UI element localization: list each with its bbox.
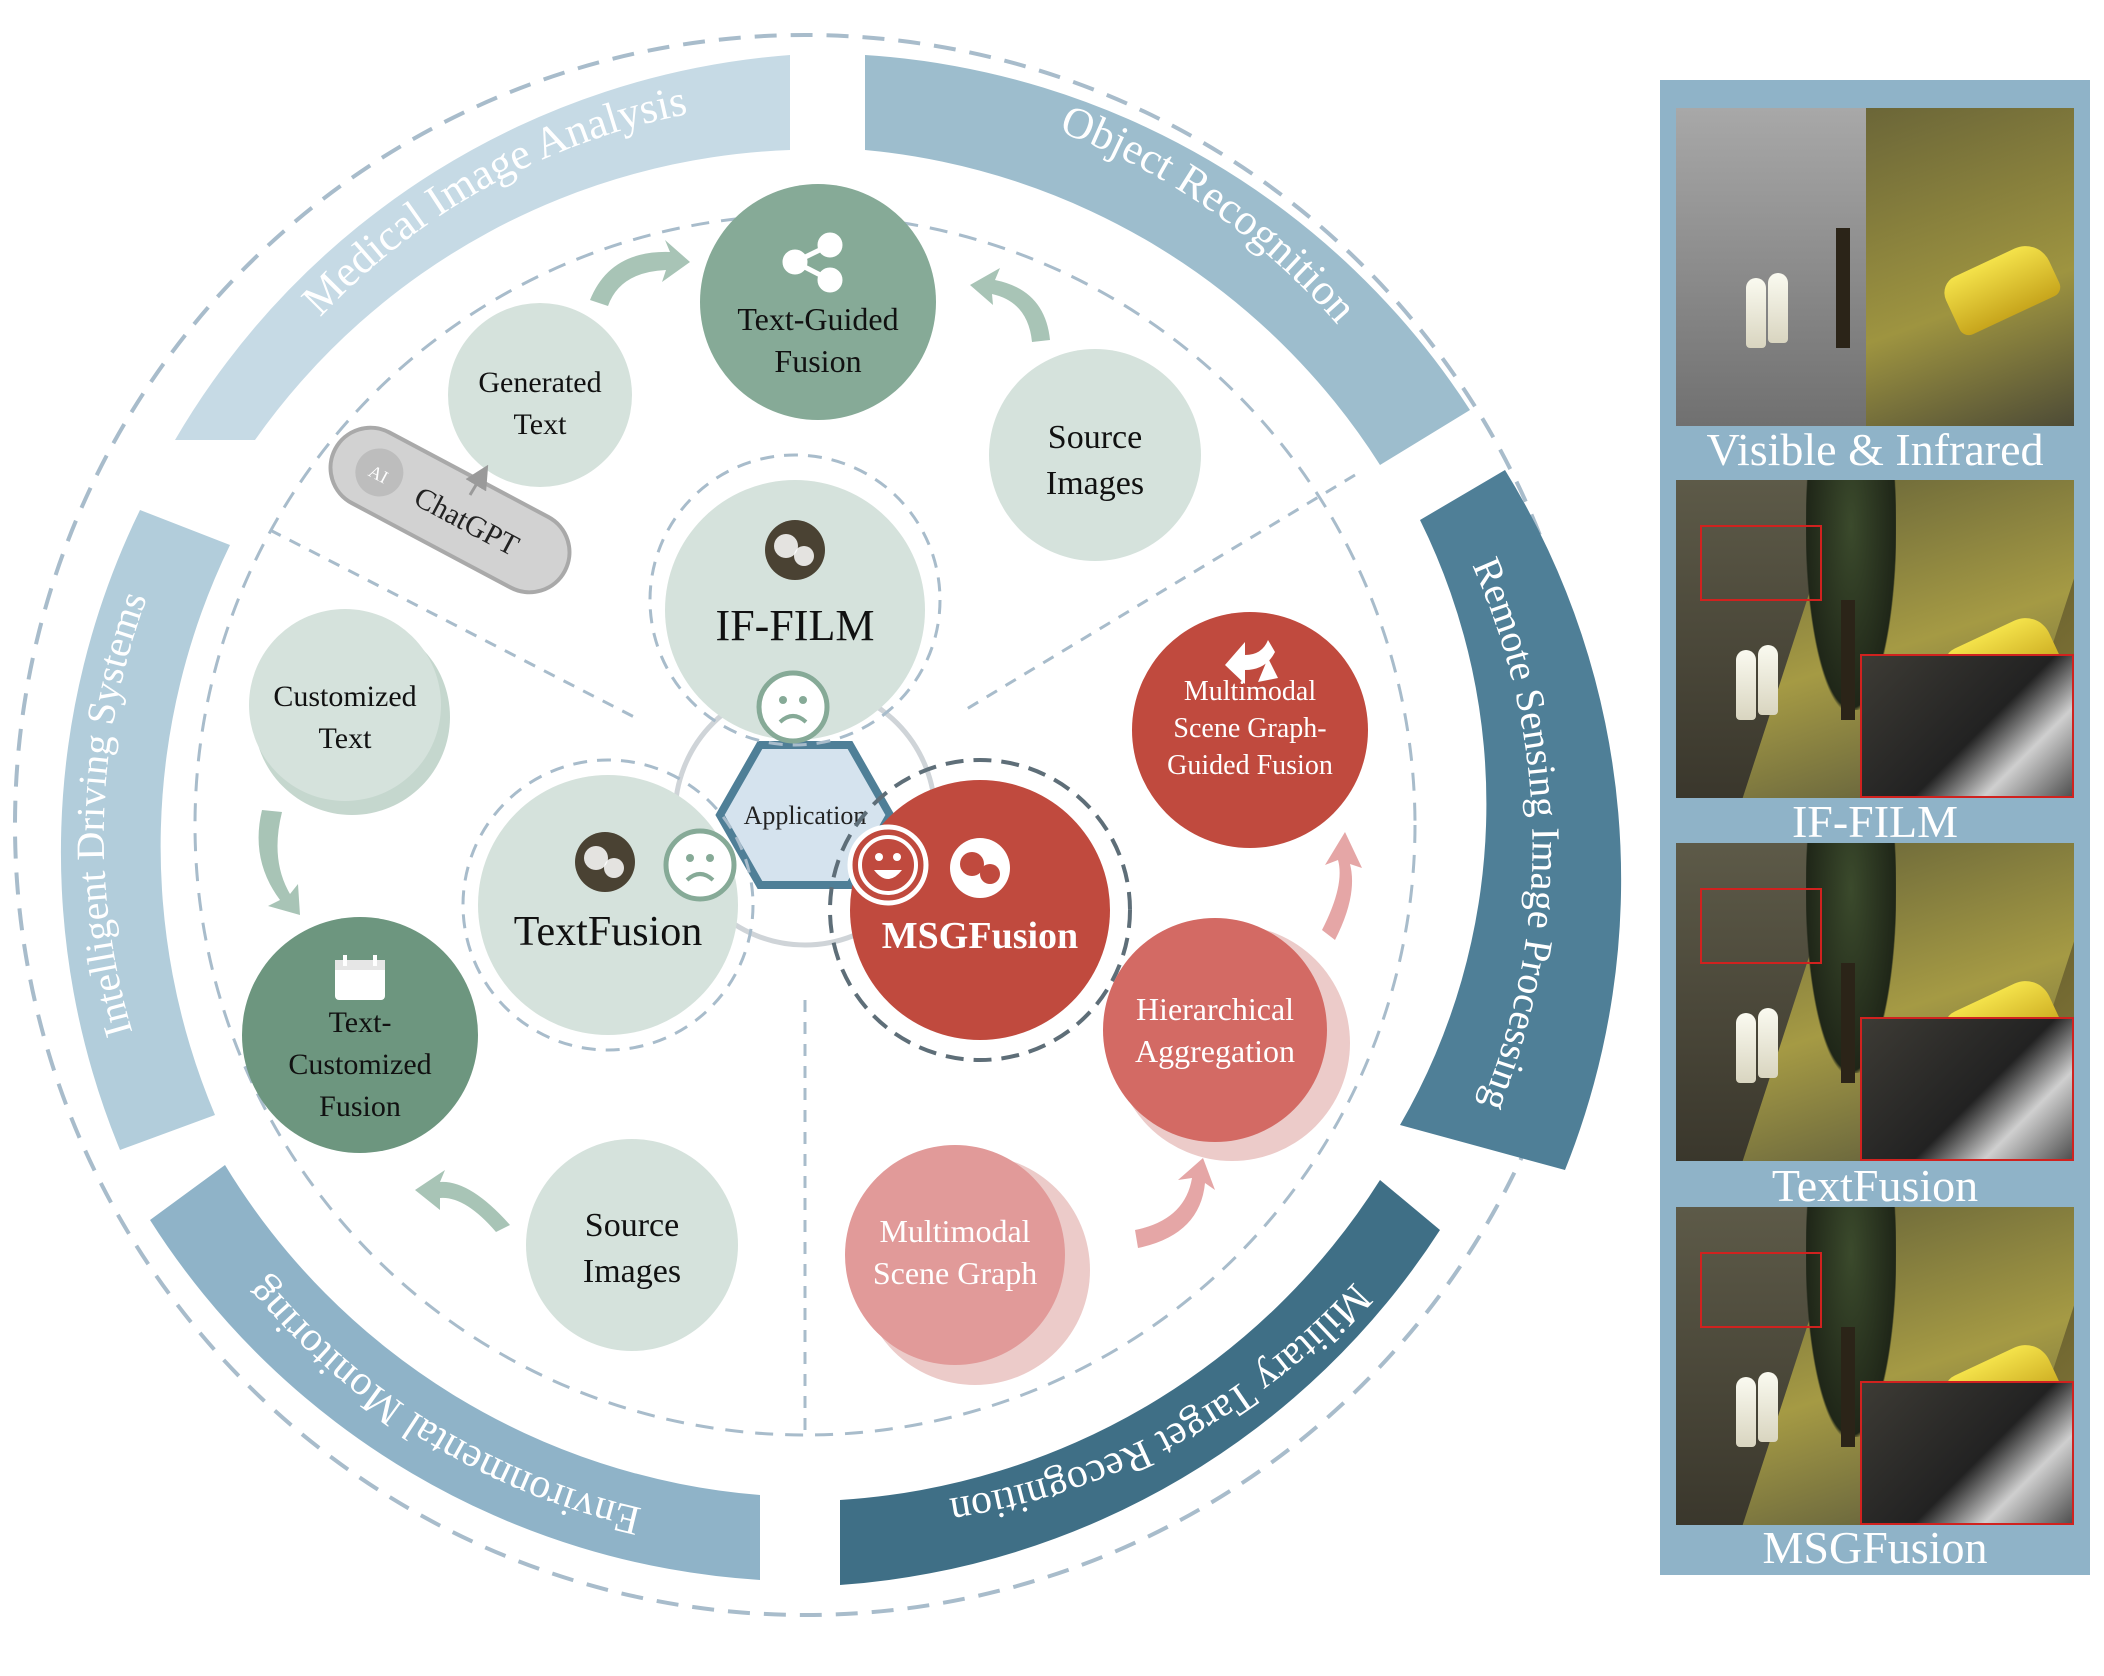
tcf-label-1: Text- — [329, 1006, 392, 1039]
application-diagram: Medical Image Analysis Object Recognitio… — [13, 33, 1622, 1617]
label-msgfusion: MSGFusion — [1762, 1522, 1988, 1573]
customized-text-node-face — [249, 609, 441, 801]
multimodal-scene-graph-node — [845, 1145, 1065, 1365]
msgfusion-circle — [850, 780, 1110, 1040]
chatgpt-pill: ChatGPT AI — [328, 425, 572, 595]
if-film-image — [1676, 480, 2074, 798]
if-film-sad-face-icon — [756, 670, 830, 744]
msg-label-2: Scene Graph — [873, 1255, 1037, 1291]
label-visible-infrared: Visible & Infrared — [1706, 424, 2044, 475]
textfusion-source-label-2: Images — [583, 1253, 681, 1290]
arrow-source-to-tcf — [415, 1170, 510, 1232]
chatgpt-to-generated-arrow — [465, 464, 489, 496]
msgfusion-happy-face-icon — [847, 824, 929, 906]
calendar-icon — [335, 955, 385, 1000]
customized-text-label-2: Text — [319, 722, 373, 755]
if-film-circle — [665, 480, 925, 740]
msg-guided-fusion-node — [1132, 612, 1368, 848]
msg-guided-label-2: Scene Graph- — [1173, 713, 1326, 744]
textfusion-source-images-node — [526, 1139, 738, 1351]
share-icon — [782, 232, 843, 293]
arrow-customized-to-fusion — [258, 810, 300, 915]
ring-segment-remote — [1400, 470, 1622, 1170]
inner-dashed-ring — [193, 213, 1417, 1437]
divider-top-right — [964, 473, 1356, 712]
textfusion-halo — [461, 758, 755, 1052]
hierarchical-aggregation-node — [1103, 918, 1327, 1142]
label-textfusion: TextFusion — [1771, 1160, 1979, 1211]
comparison-panels: Visible & Infrared IF-FILM TextF — [1660, 80, 2090, 1575]
msgfusion-logo-icon — [950, 838, 1010, 898]
text-guided-fusion-label-1: Text-Guided — [737, 301, 898, 337]
arrow-hierarchical-to-guided — [1322, 832, 1362, 940]
ring-segment-object — [865, 55, 1470, 465]
textfusion-source-label-1: Source — [585, 1207, 679, 1244]
textfusion-sad-face-icon — [663, 828, 737, 902]
ring-segment-environmental — [150, 1165, 760, 1580]
if-film-source-label-2: Images — [1046, 465, 1144, 502]
ring-segment-military — [840, 1180, 1440, 1585]
if-film-source-label-1: Source — [1048, 419, 1142, 456]
label-if-film: IF-FILM — [1791, 796, 1959, 847]
application-label: Application — [744, 801, 867, 830]
textfusion-image — [1676, 843, 2074, 1161]
if-film-label: IF-FILM — [716, 601, 875, 650]
if-film-logo-icon — [765, 520, 825, 580]
generated-text-label-2: Text — [514, 408, 568, 441]
text-customized-fusion-node — [242, 917, 478, 1153]
textfusion-label: TextFusion — [514, 909, 702, 955]
msgfusion-halo — [828, 758, 1132, 1062]
hierarchical-label-2: Aggregation — [1135, 1033, 1295, 1069]
ring-segment-medical — [175, 55, 790, 440]
generated-text-label-1: Generated — [478, 366, 601, 399]
text-guided-fusion-node — [700, 184, 936, 420]
divider-top-left — [269, 528, 641, 722]
ring-segment-driving — [60, 510, 230, 1150]
tcf-label-3: Fusion — [319, 1090, 401, 1123]
customized-text-label-1: Customized — [273, 680, 416, 713]
if-film-source-images-node — [989, 349, 1201, 561]
generated-text-node — [448, 303, 632, 487]
msgfusion-label: MSGFusion — [882, 915, 1078, 957]
msg-label-1: Multimodal — [879, 1213, 1030, 1249]
msg-guided-label-1: Multimodal — [1184, 676, 1316, 707]
visible-infrared-image — [1676, 108, 2074, 426]
tcf-label-2: Customized — [288, 1048, 431, 1081]
msg-guided-label-3: Guided Fusion — [1167, 750, 1333, 781]
arrow-source-to-fusion — [970, 268, 1050, 342]
textfusion-logo-icon — [575, 832, 635, 892]
if-film-halo — [648, 453, 942, 747]
arrow-msg-to-hierarchical — [1135, 1158, 1215, 1248]
textfusion-circle — [478, 775, 738, 1035]
refresh-arrows-icon — [1225, 640, 1278, 684]
text-guided-fusion-label-2: Fusion — [774, 343, 861, 379]
arrow-generated-to-fusion — [590, 240, 690, 306]
application-hexagon — [715, 741, 895, 889]
hierarchical-label-1: Hierarchical — [1136, 991, 1294, 1027]
msgfusion-image — [1676, 1207, 2074, 1525]
